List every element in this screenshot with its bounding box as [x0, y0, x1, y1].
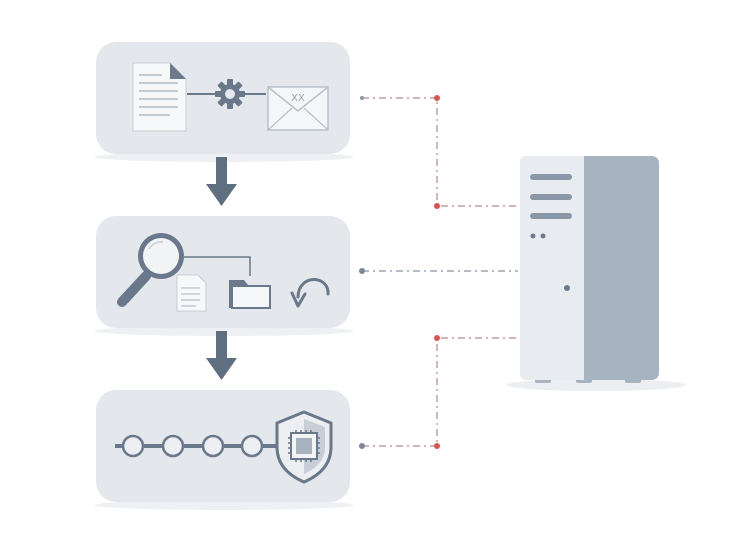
chain-node — [161, 434, 185, 458]
chain-node — [201, 434, 225, 458]
status-light — [540, 233, 546, 239]
panel-background — [96, 216, 350, 328]
connector-dots — [359, 95, 440, 449]
connector-dot — [359, 268, 365, 274]
node-chain — [115, 434, 284, 458]
chain-node — [240, 434, 264, 458]
connector-dot — [359, 443, 365, 449]
undo-arrow-icon — [290, 278, 330, 308]
drive-slot — [530, 213, 572, 219]
connectors — [362, 97, 518, 447]
connector-dot — [434, 443, 440, 449]
connector-dot — [434, 95, 440, 101]
connector-line — [184, 256, 251, 276]
envelope-icon: XX — [267, 86, 329, 131]
folder-icon — [229, 280, 271, 309]
document-icon — [132, 62, 187, 132]
panel-compose: XX — [94, 42, 354, 162]
server-side — [578, 156, 659, 380]
small-document-icon — [176, 274, 207, 312]
connector-top — [362, 97, 518, 207]
envelope-mark: XX — [291, 93, 305, 104]
gear-icon — [215, 79, 245, 109]
drive-slot — [530, 194, 572, 200]
down-arrow — [206, 331, 237, 380]
panel-secure — [94, 390, 354, 510]
shield-chip-icon — [275, 410, 333, 484]
chain-node — [121, 434, 145, 458]
server-tower-icon — [506, 156, 686, 391]
status-light — [530, 233, 536, 239]
drive-slot — [530, 174, 572, 180]
connector-dot — [434, 203, 440, 209]
panel-search — [94, 216, 354, 336]
connector-bottom — [362, 337, 518, 447]
connector-dot — [434, 335, 440, 341]
power-button — [564, 285, 570, 291]
down-arrow — [206, 157, 237, 206]
server-front — [520, 156, 584, 380]
magnifier-icon — [117, 233, 184, 307]
panel-shadow — [94, 500, 354, 510]
